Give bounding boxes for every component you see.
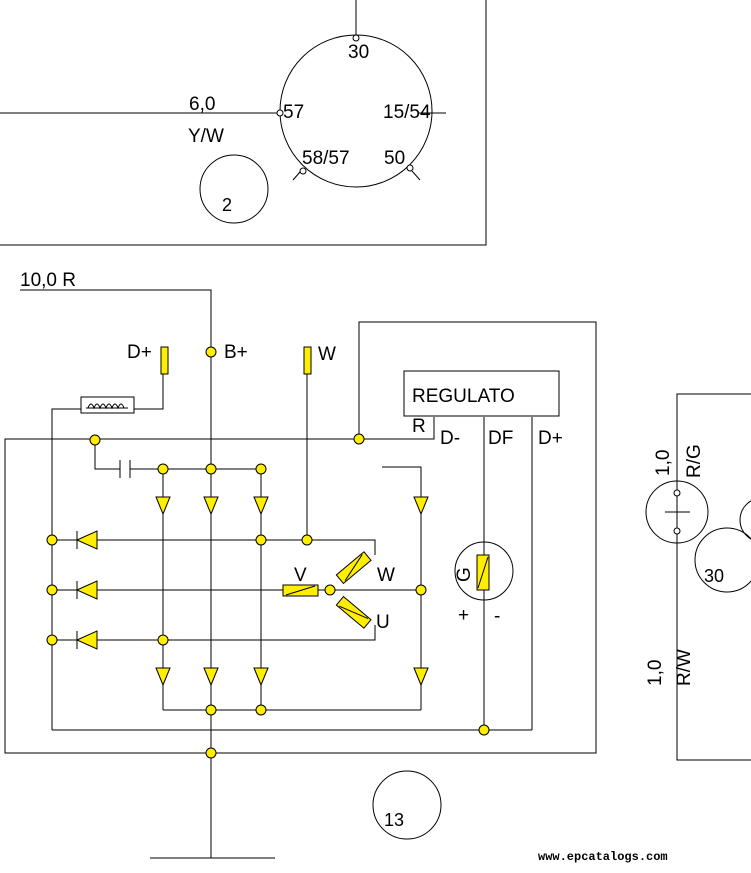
bplus-terminal: [205, 346, 217, 358]
field-plus-label: +: [458, 605, 469, 626]
field-coil-label: G: [454, 567, 475, 582]
winding-w-label: W: [377, 565, 395, 586]
ref-circle-30: [694, 527, 751, 593]
ref-circle-13: [372, 770, 442, 840]
switch-circle: [645, 480, 709, 544]
reg-terminal-df: DF: [488, 428, 513, 449]
dplus-terminal-label: D+: [127, 342, 152, 363]
starter-section: 30 57 15/54 58/57 50 6,0 Y/W 2: [0, 0, 487, 246]
field-minus-label: -: [494, 606, 500, 627]
top-wire-color: R/G: [684, 444, 705, 478]
w-terminal: [303, 346, 312, 375]
terminal-5857-label: 58/57: [302, 148, 350, 169]
bottom-wire-size: 1,0: [645, 660, 666, 686]
watermark[interactable]: www.epcatalogs.com: [538, 850, 668, 864]
top-wire-size: 1,0: [653, 450, 674, 476]
winding-u-label: U: [376, 612, 390, 633]
ref-number-13: 13: [384, 810, 404, 830]
dplus-terminal: [160, 346, 169, 375]
supply-wire-label: 10,0 R: [20, 270, 76, 291]
regulator-label-suffix: R: [412, 416, 426, 437]
field-coil-circle: [454, 541, 514, 601]
reg-terminal-dplus: D+: [538, 428, 563, 449]
bottom-wire-color: R/W: [674, 649, 695, 686]
junction-dots: [46, 433, 490, 759]
regulator-label: REGULATO: [412, 386, 515, 407]
winding-v-label: V: [294, 565, 307, 586]
terminal-1554-label: 15/54: [383, 102, 431, 123]
ref-number-30: 30: [704, 566, 724, 586]
wire-size-label: 6,0: [189, 94, 215, 115]
terminal-30-label: 30: [348, 42, 369, 63]
ref-number-2: 2: [222, 195, 232, 215]
alternator-section: 10,0 R REGULATO R D- DF D+ D+ B+ W: [4, 270, 597, 859]
ref-circle-2: [199, 154, 269, 224]
bplus-terminal-label: B+: [224, 342, 248, 363]
excitation-resistor: [80, 396, 135, 414]
regulator-box: [403, 370, 560, 417]
terminal-50-label: 50: [384, 148, 405, 169]
terminal-57-pin: [276, 109, 284, 117]
switch-section: 30 1,0 R/G 1,0 R/W: [645, 393, 751, 761]
terminal-57-label: 57: [283, 102, 304, 123]
w-terminal-label: W: [318, 344, 336, 365]
wire-color-label: Y/W: [188, 126, 224, 147]
reg-terminal-dminus: D-: [440, 428, 460, 449]
